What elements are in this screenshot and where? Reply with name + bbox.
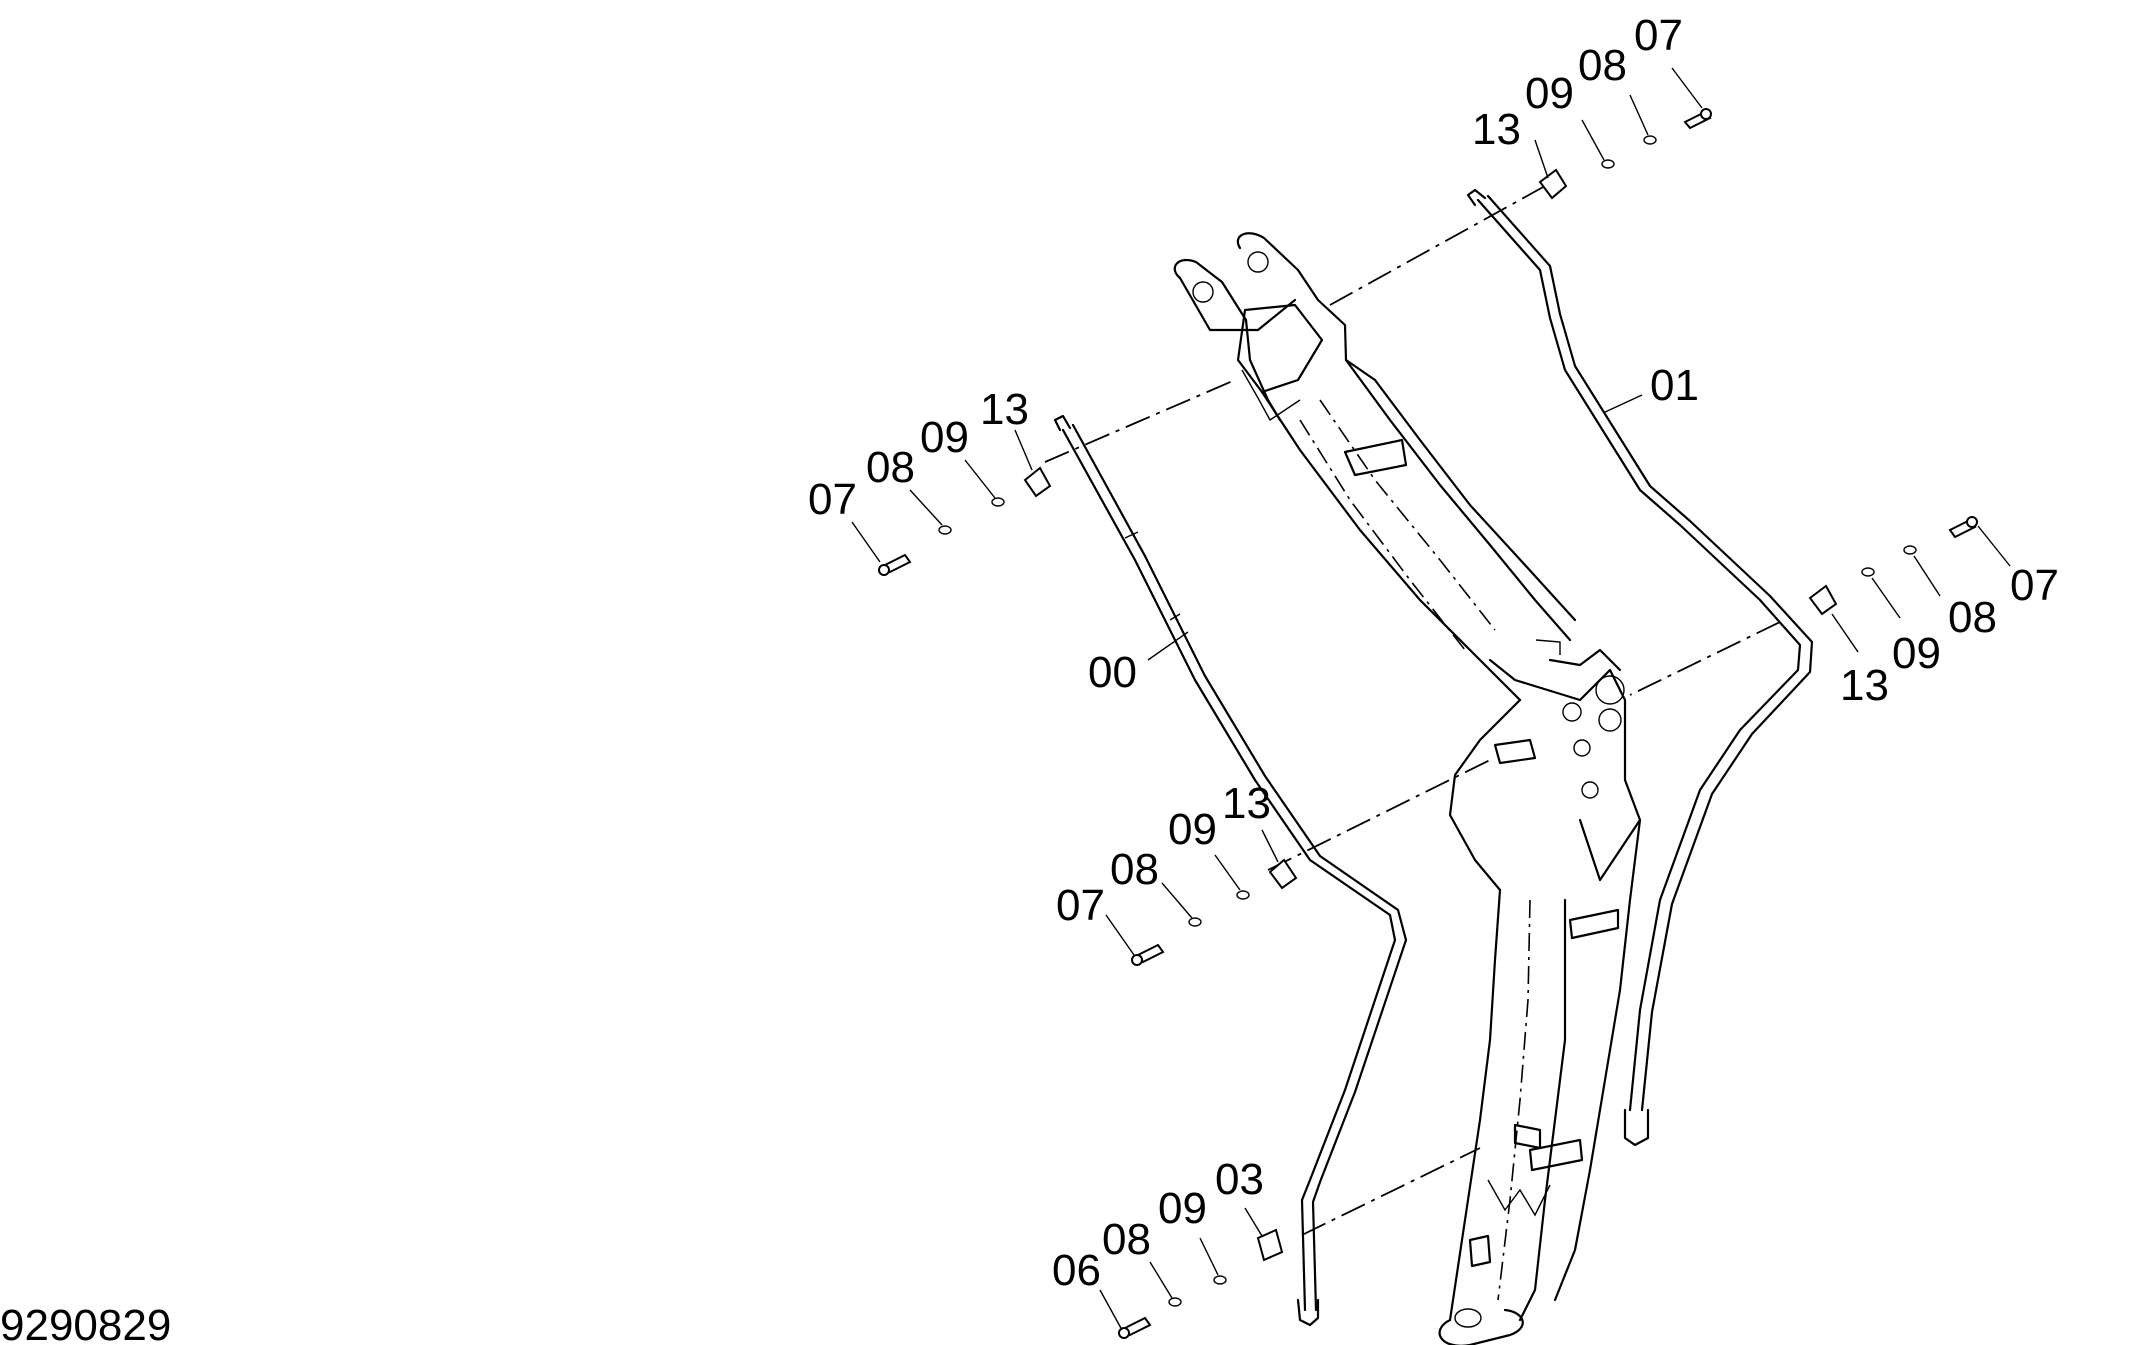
callout-09: 09 <box>1892 629 1941 678</box>
callout-01: 01 <box>1650 361 1699 410</box>
center-lines <box>1044 185 1781 1236</box>
callout-09: 09 <box>1158 1184 1207 1233</box>
callouts-bottom: 06 08 09 03 <box>1052 1155 1264 1295</box>
clamp-middle <box>1131 858 1298 966</box>
callout-07: 07 <box>1634 11 1683 60</box>
callout-08: 08 <box>1948 593 1997 642</box>
callouts-top-right: 13 09 08 07 <box>1472 11 1683 154</box>
callout-08: 08 <box>866 443 915 492</box>
callouts-right: 07 08 09 13 <box>1840 561 2059 710</box>
drawing-number: 9290829 <box>0 1301 171 1345</box>
callout-03: 03 <box>1215 1155 1264 1204</box>
callout-08: 08 <box>1578 41 1627 90</box>
pipe-labels: 00 01 <box>1088 361 1699 697</box>
clamp-left <box>878 466 1052 576</box>
callout-07: 07 <box>1056 881 1105 930</box>
callout-09: 09 <box>1168 805 1217 854</box>
boom-arm <box>1173 232 1642 1345</box>
callout-06: 06 <box>1052 1246 1101 1295</box>
callout-09: 09 <box>920 413 969 462</box>
callout-09: 09 <box>1525 69 1574 118</box>
callout-13: 13 <box>1472 105 1521 154</box>
clamp-right <box>1808 516 1978 616</box>
callout-13: 13 <box>980 385 1029 434</box>
callout-08: 08 <box>1102 1215 1151 1264</box>
leader-lines <box>851 67 2011 1331</box>
callout-07: 07 <box>2010 561 2059 610</box>
callout-13: 13 <box>1222 779 1271 828</box>
clamp-top-right <box>1538 108 1712 200</box>
callouts-left: 07 08 09 13 <box>808 385 1029 524</box>
callouts-middle: 07 08 09 13 <box>1056 779 1271 930</box>
callout-00: 00 <box>1088 648 1137 697</box>
callout-13: 13 <box>1840 661 1889 710</box>
clamp-bottom <box>1118 1228 1284 1339</box>
pipe-01 <box>1466 188 1814 1147</box>
pipe-00 <box>1053 414 1408 1327</box>
callout-08: 08 <box>1110 845 1159 894</box>
callout-07: 07 <box>808 475 857 524</box>
